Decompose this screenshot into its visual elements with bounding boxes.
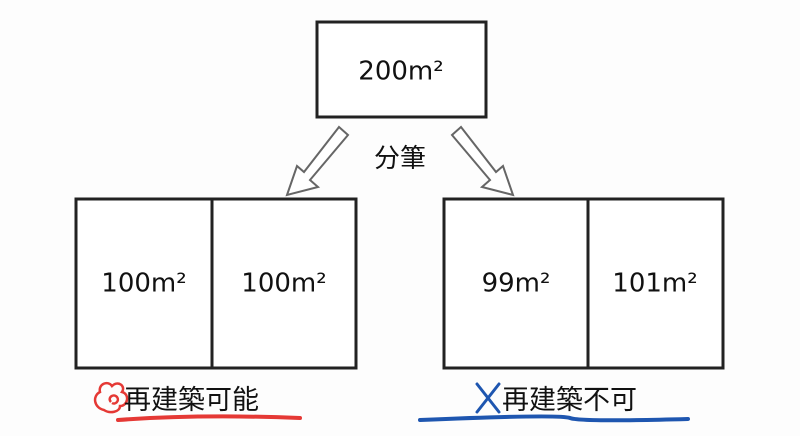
left-area-1: 100m² bbox=[101, 269, 186, 299]
right-underline bbox=[418, 414, 690, 423]
arrow-right-icon bbox=[450, 125, 515, 197]
cross-icon bbox=[475, 382, 501, 414]
action-label: 分筆 bbox=[374, 144, 426, 174]
right-lot bbox=[442, 197, 725, 370]
left-underline bbox=[116, 414, 302, 422]
hanamaru-icon bbox=[93, 381, 129, 414]
parent-area: 200m² bbox=[358, 57, 443, 87]
right-result-label: 再建築不可 bbox=[502, 385, 637, 416]
left-area-2: 100m² bbox=[241, 269, 326, 299]
parent-lot bbox=[315, 20, 488, 119]
left-result-label: 再建築可能 bbox=[124, 385, 259, 416]
left-lot bbox=[74, 197, 358, 370]
arrow-left-icon bbox=[285, 125, 350, 197]
right-area-1: 99m² bbox=[482, 269, 551, 299]
right-area-2: 101m² bbox=[612, 269, 697, 299]
